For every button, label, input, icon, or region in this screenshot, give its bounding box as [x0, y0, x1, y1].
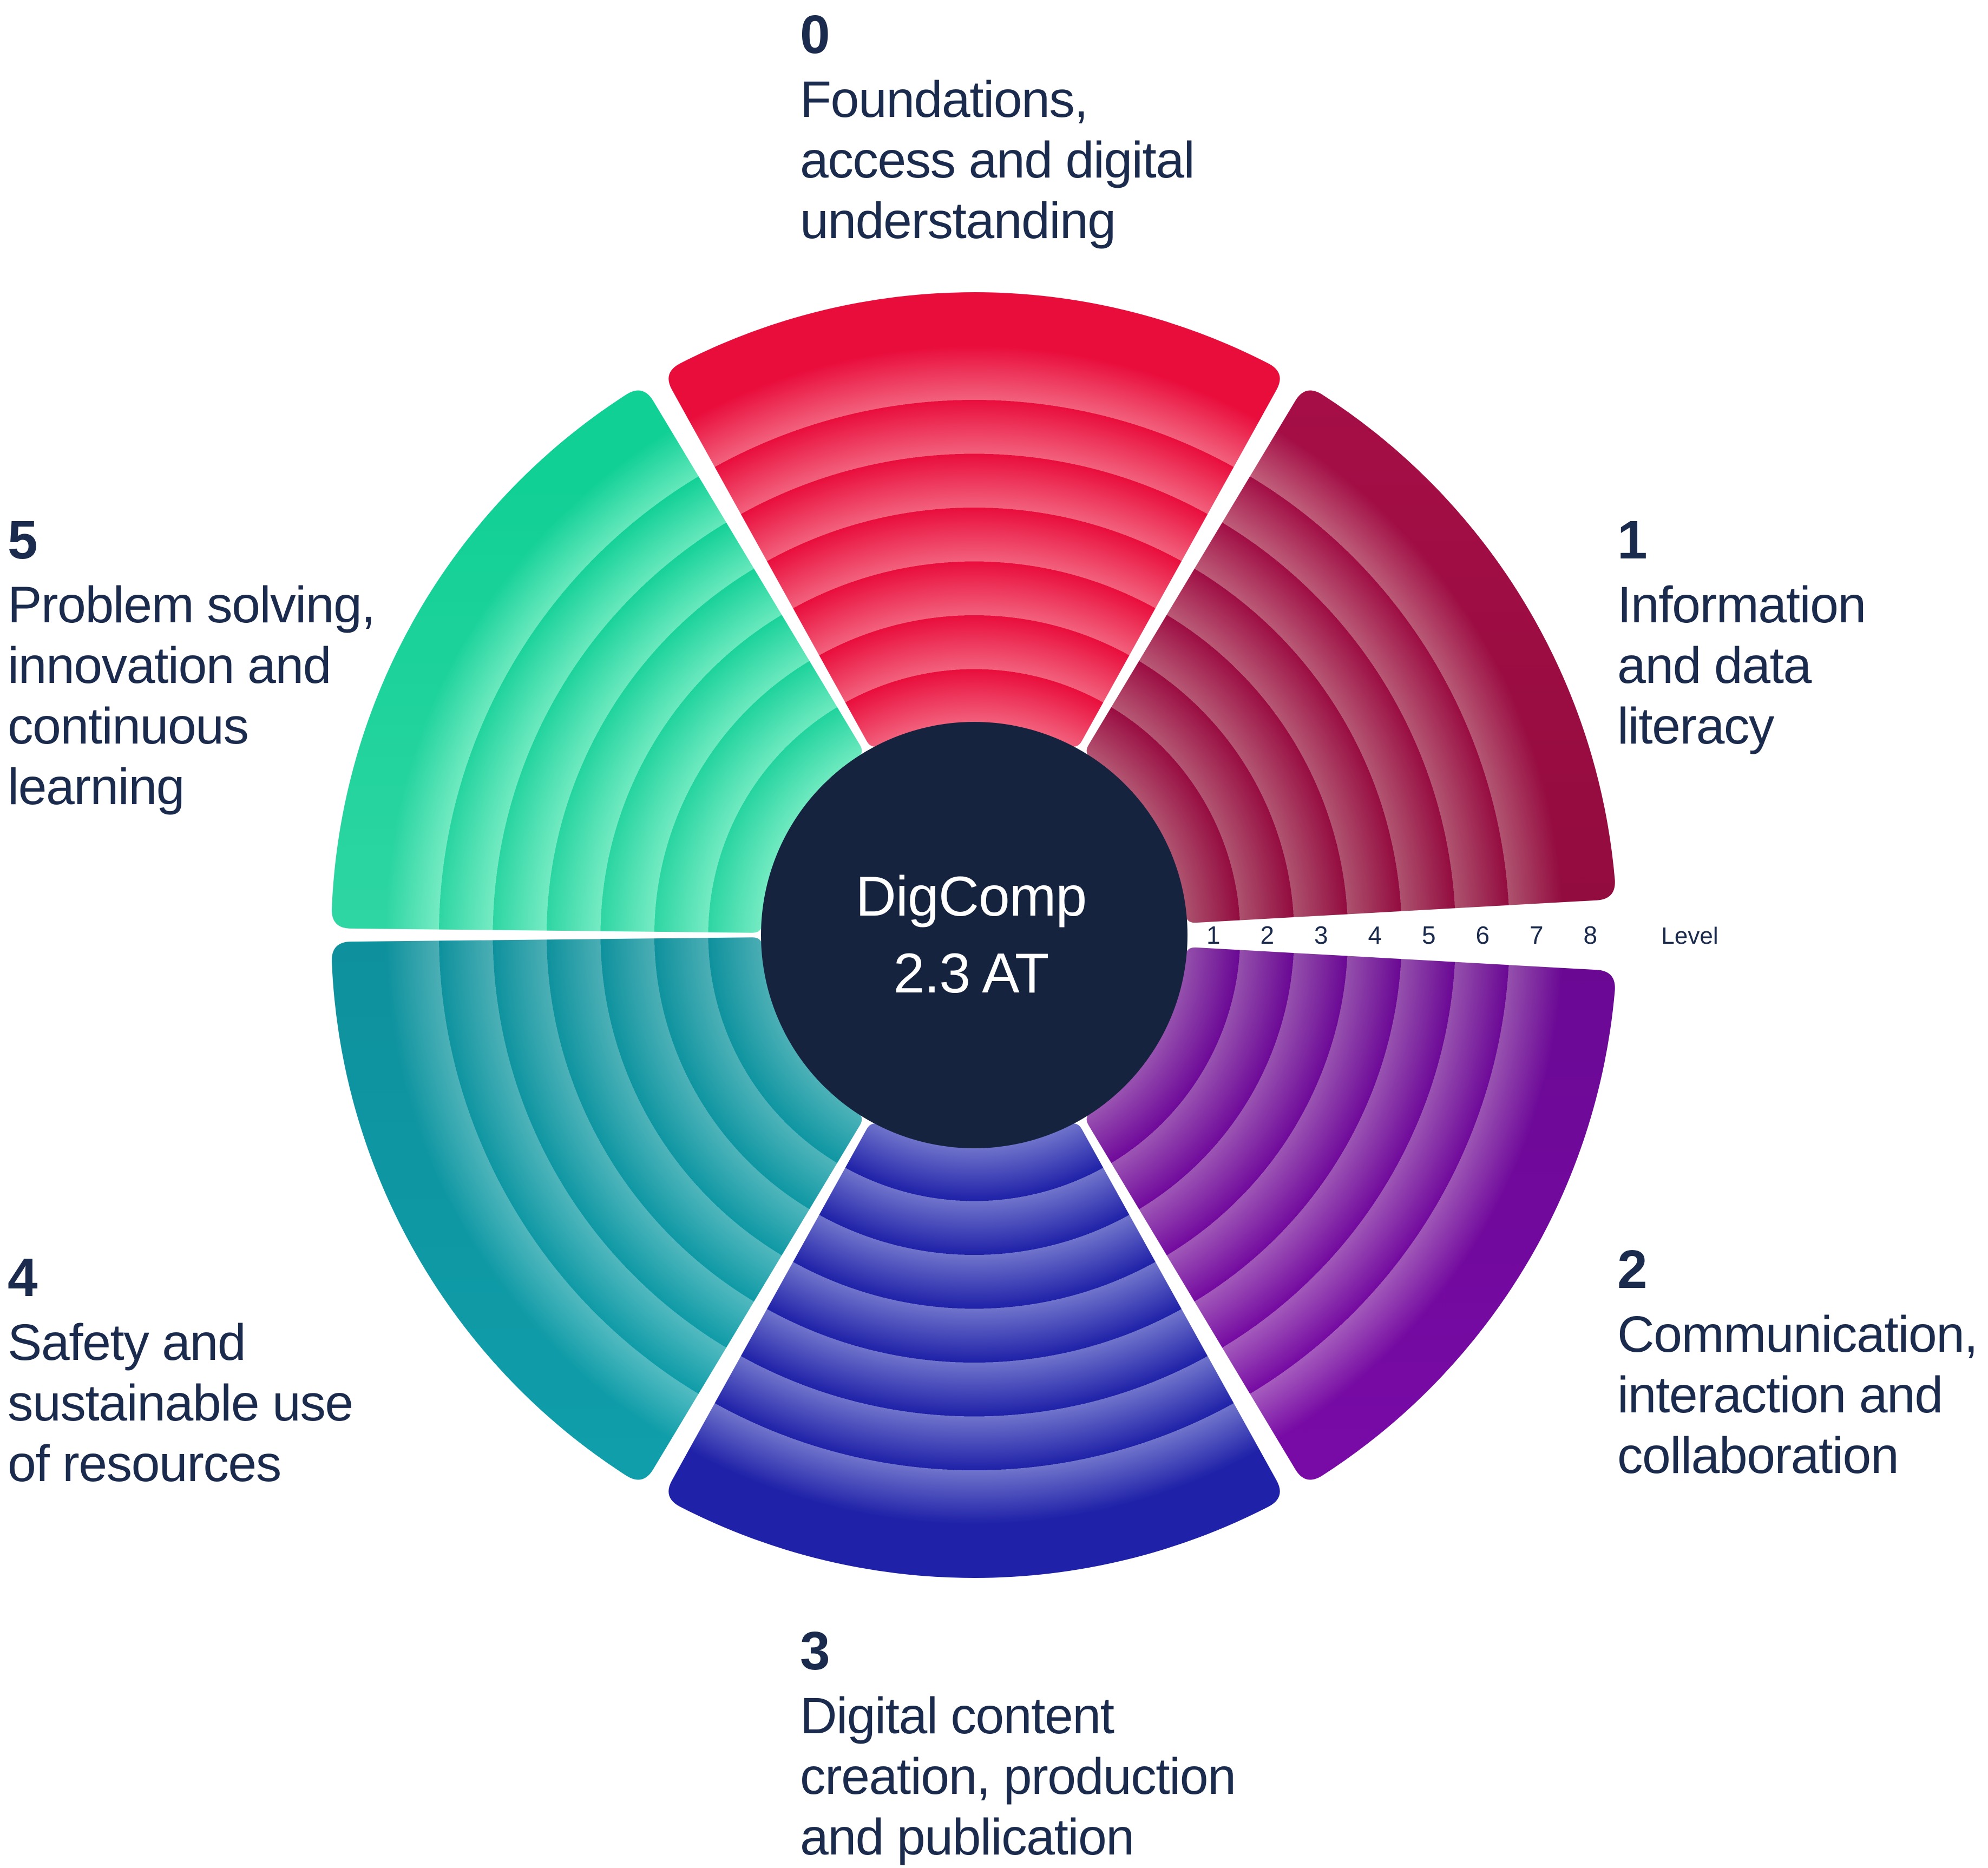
- segment-label-1-line1: and data: [1617, 637, 1812, 694]
- level-tick-6: 6: [1475, 921, 1490, 949]
- segment-number-5: 5: [8, 510, 38, 570]
- segment-label-0-line2: understanding: [800, 192, 1116, 249]
- center-title-line0: DigComp: [856, 865, 1086, 928]
- segment-label-0-line1: access and digital: [800, 131, 1194, 189]
- segment-label-2-line0: Communication,: [1617, 1306, 1977, 1363]
- level-tick-3: 3: [1314, 921, 1328, 949]
- level-tick-8: 8: [1583, 921, 1597, 949]
- segment-label-2-line1: interaction and: [1617, 1366, 1943, 1424]
- segment-label-3-line2: and publication: [800, 1808, 1134, 1866]
- segment-label-5-line1: innovation and: [8, 637, 331, 694]
- segment-number-4: 4: [8, 1247, 38, 1308]
- segment-label-0-line0: Foundations,: [800, 71, 1087, 128]
- segment-label-1-line0: Information: [1617, 576, 1866, 634]
- level-tick-1: 1: [1206, 921, 1221, 949]
- segment-label-3-line0: Digital content: [800, 1687, 1114, 1745]
- segment-label-4-line1: sustainable use: [8, 1374, 353, 1432]
- segment-label-5-line3: learning: [8, 758, 184, 815]
- segment-label-5-line0: Problem solving,: [8, 576, 375, 634]
- segment-label-5-line2: continuous: [8, 698, 248, 755]
- segment-label-4-line0: Safety and: [8, 1314, 245, 1371]
- level-tick-2: 2: [1260, 921, 1274, 949]
- center-title-line1: 2.3 AT: [894, 942, 1049, 1005]
- segment-number-0: 0: [800, 4, 830, 65]
- center-circle: [761, 722, 1187, 1148]
- segment-label-1-line2: literacy: [1617, 698, 1775, 755]
- segment-label-2-line2: collaboration: [1617, 1427, 1898, 1484]
- segment-number-2: 2: [1617, 1239, 1648, 1300]
- segment-number-3: 3: [800, 1621, 830, 1681]
- level-tick-7: 7: [1530, 921, 1544, 949]
- level-tick-4: 4: [1368, 921, 1382, 949]
- level-tick-5: 5: [1422, 921, 1436, 949]
- level-axis-label: Level: [1661, 923, 1718, 949]
- segment-number-1: 1: [1617, 510, 1648, 570]
- segment-label-3-line1: creation, production: [800, 1748, 1235, 1805]
- segment-label-4-line2: of resources: [8, 1435, 281, 1492]
